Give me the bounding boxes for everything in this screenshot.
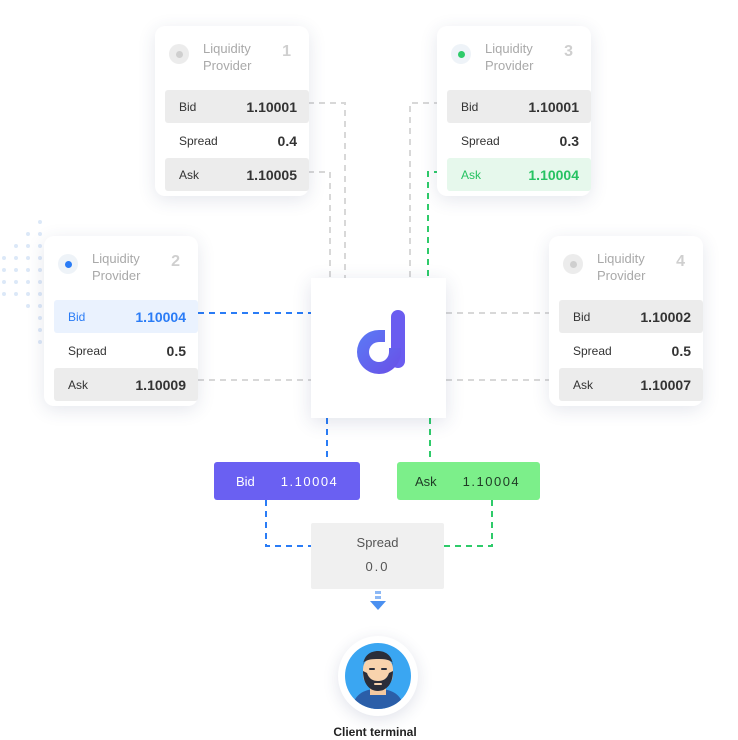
provider-title: Liquidity Provider	[485, 41, 534, 73]
spread-value: 0.3	[559, 132, 579, 149]
ask-value: 1.10005	[246, 166, 297, 183]
connector-lp1-ask	[308, 171, 331, 278]
best-bid-label: Bid	[236, 473, 255, 489]
connector-ask-spread	[444, 500, 493, 547]
decorative-dot-grid	[2, 220, 42, 344]
best-bid-pill: Bid 1.10004	[214, 462, 360, 500]
spread-value: 0.4	[277, 132, 297, 149]
ask-label: Ask	[461, 167, 482, 182]
bid-row: Bid 1.10001	[447, 90, 591, 123]
spread-label: Spread	[68, 343, 107, 358]
bid-value: 1.10001	[528, 98, 579, 115]
card-header: Liquidity Provider 2	[58, 250, 186, 286]
status-dot-icon	[563, 254, 583, 274]
spread-value: 0.5	[166, 342, 186, 359]
ask-label: Ask	[68, 377, 89, 392]
ask-row: Ask 1.10005	[165, 158, 309, 191]
bid-value: 1.10002	[640, 308, 691, 325]
card-header: Liquidity Provider 3	[451, 40, 579, 76]
spread-value: 0.5	[671, 342, 691, 359]
spread-row: Spread 0.5	[559, 334, 703, 367]
bid-value: 1.10004	[135, 308, 186, 325]
liquidity-provider-card-2: Liquidity Provider 2 Bid 1.10004 Spread …	[44, 236, 198, 406]
bid-row: Bid 1.10001	[165, 90, 309, 123]
provider-number: 3	[564, 43, 573, 60]
provider-title: Liquidity Provider	[597, 251, 646, 283]
status-dot-icon	[58, 254, 78, 274]
status-dot-icon	[451, 44, 471, 64]
card-header: Liquidity Provider 1	[169, 40, 297, 76]
spread-row: Spread 0.5	[54, 334, 198, 367]
bid-row: Bid 1.10002	[559, 300, 703, 333]
bid-label: Bid	[461, 99, 479, 114]
aggregator-box	[311, 278, 446, 418]
client-terminal-label: Client terminal	[333, 725, 417, 739]
provider-number: 2	[171, 253, 180, 270]
ask-row: Ask 1.10004	[447, 158, 591, 191]
bid-label: Bid	[573, 309, 591, 324]
arrow-down-icon	[370, 591, 386, 610]
bearded-man-avatar-icon	[345, 643, 411, 709]
spread-label: Spread	[179, 133, 218, 148]
connector-bid-spread	[265, 500, 311, 547]
provider-number: 1	[282, 43, 291, 60]
best-bid-value: 1.10004	[280, 473, 339, 489]
result-spread-label: Spread	[356, 535, 399, 550]
ask-label: Ask	[573, 377, 594, 392]
spread-label: Spread	[573, 343, 612, 358]
bid-value: 1.10001	[246, 98, 297, 115]
ask-row: Ask 1.10009	[54, 368, 198, 401]
ask-row: Ask 1.10007	[559, 368, 703, 401]
connector-lp1-bid	[308, 102, 346, 278]
ask-value: 1.10009	[135, 376, 186, 393]
ask-value: 1.10007	[640, 376, 691, 393]
bid-label: Bid	[68, 309, 86, 324]
ask-label: Ask	[179, 167, 200, 182]
bid-row: Bid 1.10004	[54, 300, 198, 333]
card-header: Liquidity Provider 4	[563, 250, 691, 286]
spread-row: Spread 0.3	[447, 124, 591, 157]
spread-label: Spread	[461, 133, 500, 148]
liquidity-provider-card-3: Liquidity Provider 3 Bid 1.10001 Spread …	[437, 26, 591, 196]
status-dot-icon	[169, 44, 189, 64]
liquidity-provider-card-4: Liquidity Provider 4 Bid 1.10002 Spread …	[549, 236, 703, 406]
ask-value: 1.10004	[528, 166, 579, 183]
result-spread-value: 0.0	[365, 559, 390, 574]
provider-title: Liquidity Provider	[203, 41, 252, 73]
d-logo-icon	[356, 310, 405, 374]
best-ask-label: Ask	[415, 473, 437, 489]
provider-title: Liquidity Provider	[92, 251, 141, 283]
bid-label: Bid	[179, 99, 197, 114]
client-avatar	[338, 636, 418, 716]
liquidity-provider-card-1: Liquidity Provider 1 Bid 1.10001 Spread …	[155, 26, 309, 196]
connector-lp3-ask	[427, 171, 440, 278]
provider-number: 4	[676, 253, 685, 270]
best-ask-value: 1.10004	[462, 473, 521, 489]
result-spread-box: Spread 0.0	[311, 523, 444, 589]
best-ask-pill: Ask 1.10004	[397, 462, 540, 500]
connector-lp3-bid	[409, 102, 440, 278]
spread-row: Spread 0.4	[165, 124, 309, 157]
